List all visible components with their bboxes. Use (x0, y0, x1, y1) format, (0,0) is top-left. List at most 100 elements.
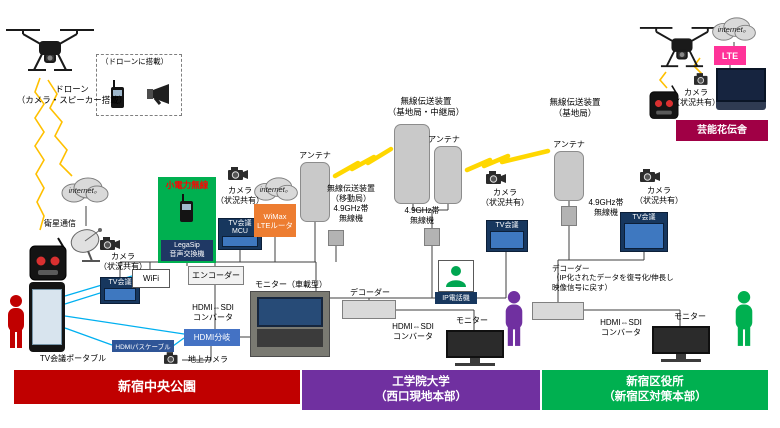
decoder-box (532, 302, 584, 320)
internet-cloud: internet。 (60, 176, 110, 204)
lightning-bolt (464, 148, 551, 173)
internet-cloud: internet。 (252, 176, 300, 202)
satellite-dish-icon (70, 228, 102, 262)
camera-icon (486, 171, 506, 184)
tv-portable-label: TV会議ポータブル (39, 354, 107, 363)
tv-conference-label: TV会議 (495, 222, 519, 229)
drone-mount-label: （ドローンに搭載） (101, 57, 169, 66)
monitor-screen (446, 330, 504, 358)
tv-conference-screen (103, 287, 137, 301)
drone-icon (639, 26, 725, 68)
base-station-label: 無線伝送装置 （基地局） (549, 97, 601, 118)
vehicle-monitor-screen (257, 297, 323, 327)
camera-share-label: カメラ （状況共有） (481, 188, 529, 207)
drone-icon (6, 29, 94, 71)
hdmi-sdi-label: HDMI⇔SDI コンバータ (392, 322, 434, 341)
camera-icon (228, 167, 248, 180)
monitor-icon (652, 326, 710, 370)
banner-kadensha: 芸能花伝舎 (676, 120, 768, 141)
decoder-note-label: デコーダー （IP化されたデータを復号化/伸長し 映像信号に戻す） (552, 264, 674, 292)
remote-controller-icon (29, 237, 67, 281)
antenna-box (300, 162, 330, 222)
wifi-box: WiFi (132, 269, 170, 288)
lte-box: LTE (714, 46, 746, 65)
monitor-base (454, 363, 496, 366)
antenna-box (394, 124, 430, 204)
megaphone-icon (147, 84, 169, 105)
ground-camera-label: 地上カメラ (188, 355, 228, 364)
laptop-screen (716, 68, 766, 102)
legasip-label: LegaSip 音声交換機 (161, 240, 213, 261)
vehicle-monitor-body (257, 329, 323, 347)
banner-university: 工学院大学 （西口現地本部） (302, 370, 540, 410)
decoder-label: デコーダー (350, 288, 390, 297)
antenna-label: アンテナ (553, 140, 585, 149)
hdmi-split-box: HDMI分岐 (184, 329, 240, 346)
wimax-lte-router-box: WiMax LTEルータ (254, 204, 296, 237)
monitor-vehicle-label: モニター（車載型） (255, 280, 327, 289)
radio-unit-box (561, 206, 577, 226)
drone-caption: ドローン （カメラ・スピーカー搭載） (16, 84, 128, 105)
ground-camera-icon (164, 352, 178, 364)
monitor-label: モニター (456, 316, 488, 325)
monitor-neck (470, 358, 480, 363)
tv-conference-box: TV会議 (620, 212, 668, 252)
antenna-box (554, 151, 584, 201)
camera-share-label: カメラ （状況共有） (99, 252, 147, 271)
tablet-screen (32, 289, 62, 345)
encoder-box: エンコーダー (188, 266, 244, 285)
laptop-base (716, 102, 766, 110)
satellite-label: 衛星通信 (44, 219, 76, 228)
hdmi-sdi-label: HDMI⇔SDI コンバータ (600, 318, 642, 337)
camera-share-label: カメラ （状況共有） (635, 186, 683, 205)
hdmi-sdi-label: HDMI⇔SDI コンバータ (192, 303, 234, 322)
walkie-talkie-icon (111, 80, 124, 108)
radio-49ghz-label: 4.9GHz帯 無線機 (588, 198, 624, 217)
lightning-bolt (332, 146, 394, 179)
tv-conference-screen (624, 222, 664, 249)
laptop-icon (716, 68, 766, 114)
radio-49ghz-label: 4.9GHz帯 無線機 (404, 206, 440, 225)
base-relay-label: 無線伝送装置 （基地局・中継局） (387, 96, 465, 117)
low-power-radio-label: 小電力無線 (165, 180, 209, 190)
banner-ward: 新宿区役所 （新宿区対策本部） (542, 370, 768, 410)
antenna-box (434, 146, 462, 204)
tv-conference-box: TV会議 (486, 220, 528, 252)
vehicle-monitor-icon (250, 291, 330, 357)
ip-phone-label: IP電話機 (435, 292, 477, 304)
camera-share-label: カメラ （状況共有） (672, 88, 720, 107)
monitor-base (660, 359, 702, 362)
internet-label: internet。 (68, 185, 102, 195)
camera-icon (640, 169, 660, 182)
tv-conference-label: TV会議 (108, 279, 132, 286)
low-power-radio-box: 小電力無線 LegaSip 音声交換機 (158, 177, 216, 263)
ip-phone-icon (438, 260, 474, 292)
person-icon-red (8, 295, 24, 348)
hdmi-cable-box: HDMIパスケーブル (112, 340, 174, 352)
tv-conference-screen (490, 230, 524, 249)
camera-icon (100, 237, 120, 250)
drone-mount-group: （ドローンに搭載） (96, 54, 182, 116)
tv-mcu-label: TV会議 MCU (228, 220, 252, 235)
decoder-box (342, 300, 396, 319)
walkie-talkie-icon (180, 194, 193, 222)
radio-unit-box (328, 230, 344, 246)
camera-share-label: カメラ （状況共有） (216, 186, 264, 205)
monitor-screen (652, 326, 710, 354)
tv-mcu-screen (222, 236, 258, 247)
person-icon-green (735, 291, 753, 346)
internet-label: internet。 (717, 24, 751, 34)
antenna-label: アンテナ (428, 135, 460, 144)
banner-park: 新宿中央公園 (14, 370, 300, 404)
tablet-icon (29, 282, 65, 352)
person-icon-purple (505, 291, 523, 346)
monitor-label: モニター (674, 312, 706, 321)
remote-controller-icon (649, 85, 679, 119)
mobile-station-label: 無線伝送装置 （移動局） 4.9GHz帯 無線機 (327, 184, 375, 223)
camera-icon (694, 73, 708, 85)
internet-label: internet。 (259, 184, 293, 194)
antenna-label: アンテナ (299, 151, 331, 160)
monitor-neck (676, 354, 686, 359)
